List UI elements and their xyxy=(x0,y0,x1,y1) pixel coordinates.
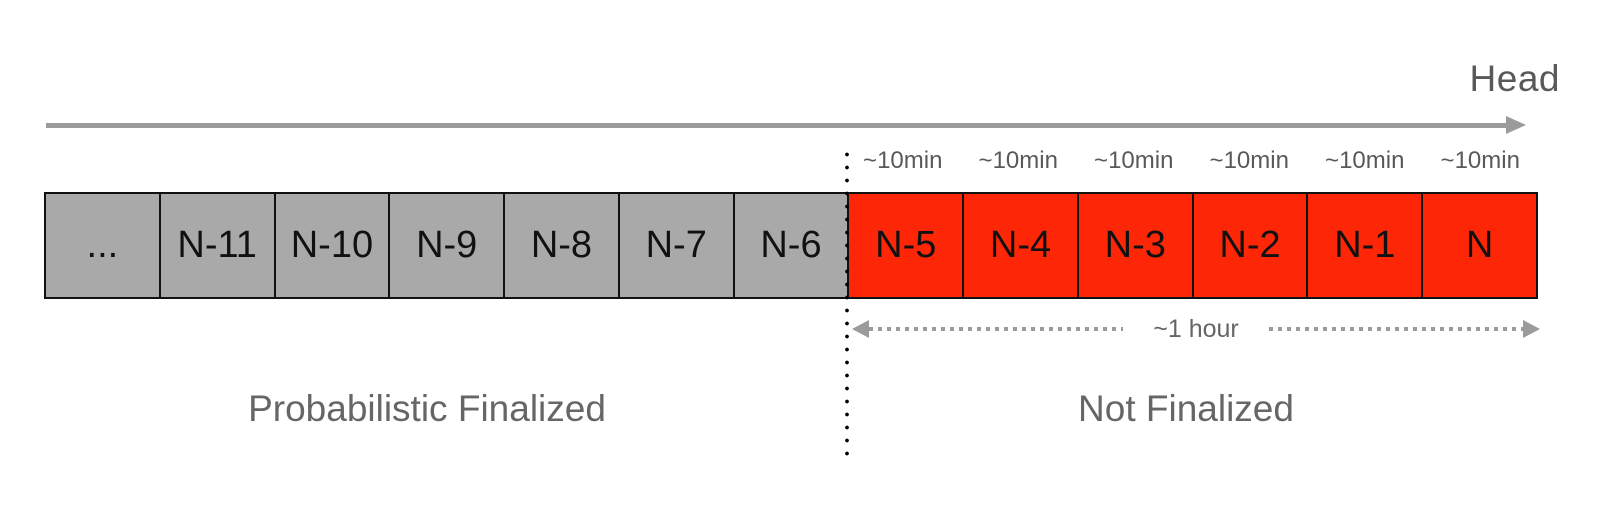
hour-dotted-line xyxy=(1268,327,1523,331)
block-chain-row: ... N-11 N-10 N-9 N-8 N-7 N-6 N-5 N-4 N-… xyxy=(44,192,1538,299)
block-n-2: N-2 xyxy=(1193,192,1309,299)
block-label: N xyxy=(1465,224,1494,266)
block-n-6: N-6 xyxy=(734,192,850,299)
block-label: N-9 xyxy=(416,224,478,266)
block-label: N-11 xyxy=(177,224,257,266)
minute-label: ~10min xyxy=(1209,147,1289,174)
block-label: N-2 xyxy=(1219,224,1281,266)
block-ellipsis: ... xyxy=(44,192,161,299)
block-n-11: N-11 xyxy=(160,192,276,299)
region-label-probabilistic-finalized: Probabilistic Finalized xyxy=(248,388,606,429)
block-label: N-3 xyxy=(1104,224,1166,266)
region-label-not-finalized: Not Finalized xyxy=(1078,388,1294,429)
block-label: N-4 xyxy=(989,224,1052,266)
hour-dotted-line xyxy=(869,327,1124,331)
finality-divider-dotted-line xyxy=(845,148,849,464)
block-label: N-5 xyxy=(875,224,937,266)
timeline-arrowhead-icon xyxy=(1506,116,1526,134)
block-label: N-10 xyxy=(290,224,374,266)
block-label: N-8 xyxy=(530,224,593,266)
block-n-5: N-5 xyxy=(849,192,965,299)
minute-label: ~10min xyxy=(863,147,943,174)
block-n-3: N-3 xyxy=(1078,192,1194,299)
hour-arrowhead-left-icon xyxy=(852,320,869,338)
hour-duration-label: ~1 hour xyxy=(1153,314,1239,343)
block-label: N-6 xyxy=(760,224,822,266)
minute-label: ~10min xyxy=(1325,147,1405,174)
block-label: ... xyxy=(86,224,119,266)
minute-label: ~10min xyxy=(1094,147,1174,174)
block-n-4: N-4 xyxy=(964,192,1079,299)
block-label: N-7 xyxy=(645,224,707,266)
head-label: Head xyxy=(1469,58,1560,99)
one-hour-span-arrow: ~1 hour xyxy=(852,314,1540,343)
block-n-8: N-8 xyxy=(505,192,620,299)
block-n-10: N-10 xyxy=(275,192,391,299)
block-time-labels: ~10min ~10min ~10min ~10min ~10min ~10mi… xyxy=(845,147,1538,175)
minute-label: ~10min xyxy=(1440,147,1520,174)
block-n-9: N-9 xyxy=(390,192,506,299)
block-n-7: N-7 xyxy=(619,192,735,299)
minute-label: ~10min xyxy=(978,147,1058,174)
block-n: N xyxy=(1423,192,1538,299)
block-n-1: N-1 xyxy=(1308,192,1424,299)
block-label: N-1 xyxy=(1334,224,1396,266)
hour-arrowhead-right-icon xyxy=(1523,320,1540,338)
timeline-arrow-line xyxy=(46,123,1508,128)
